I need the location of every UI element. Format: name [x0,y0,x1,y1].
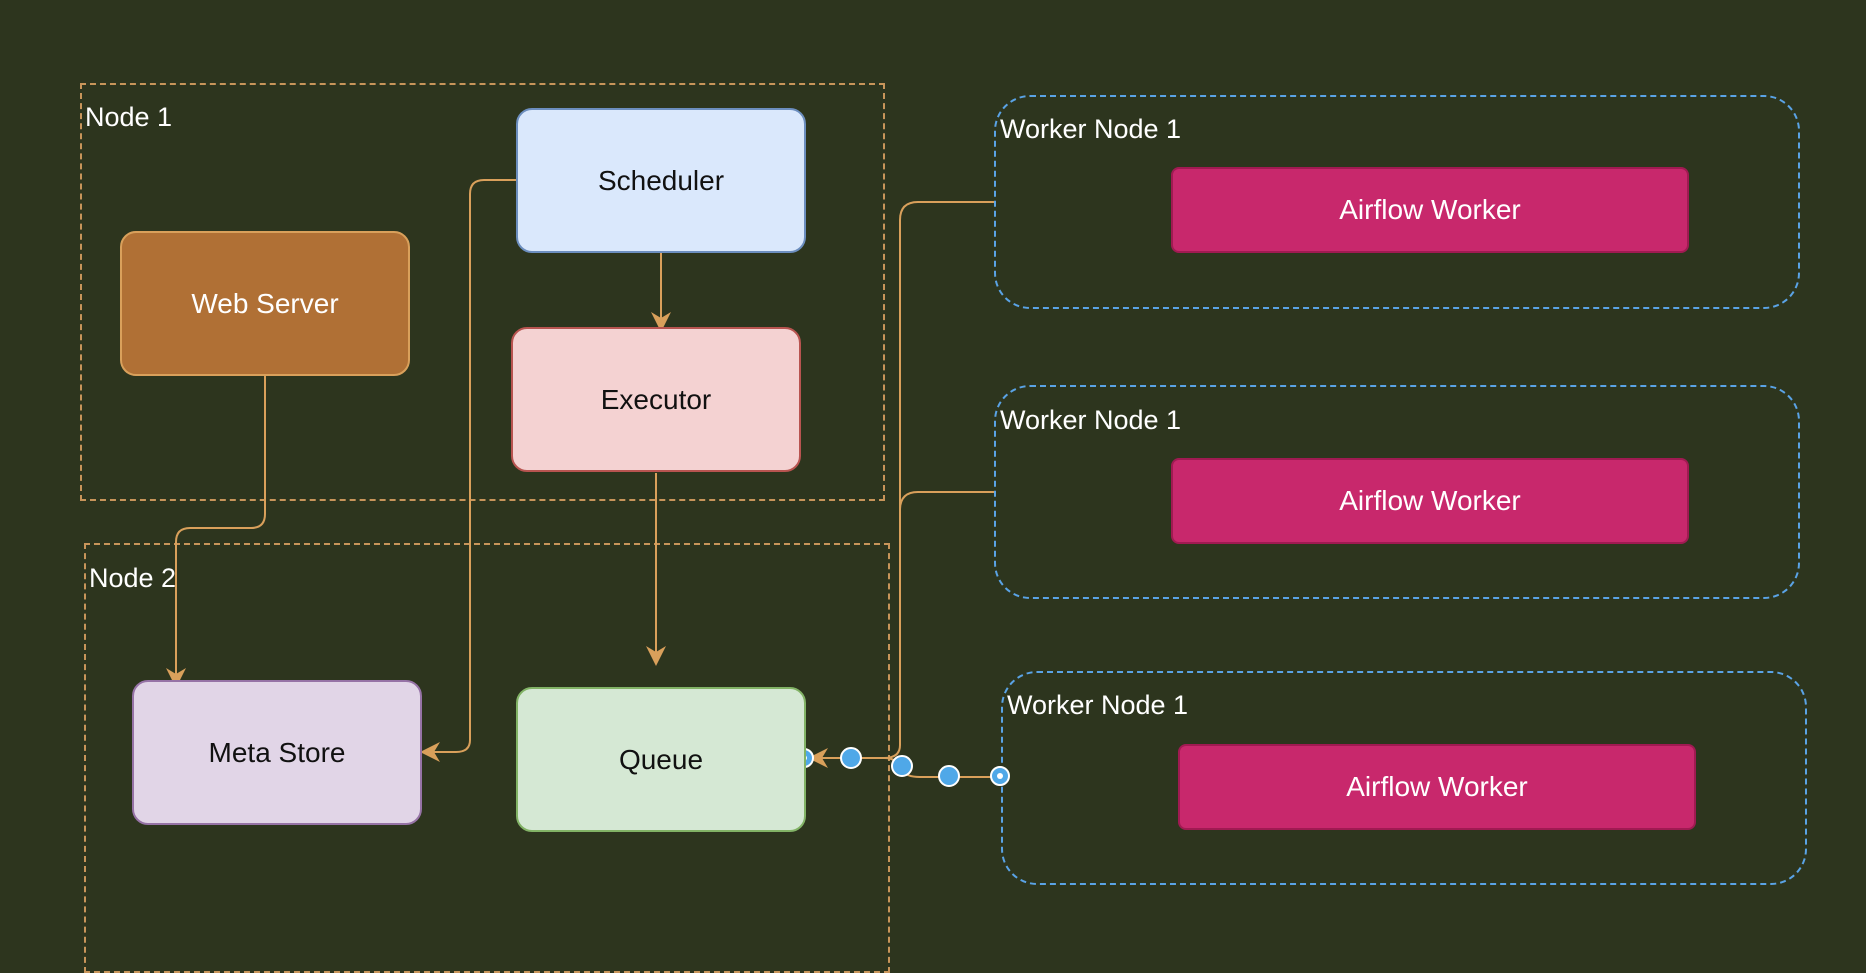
airflow-worker-2-label: Airflow Worker [1339,485,1521,516]
airflow-worker-3-label: Airflow Worker [1346,771,1528,802]
scheduler-box[interactable]: Scheduler [516,108,806,253]
edge-handle-mid-2 [891,755,913,777]
queue-label: Queue [618,743,704,775]
airflow-worker-2-box[interactable]: Airflow Worker [1171,458,1689,544]
worker-node-1-label: Worker Node 1 [1000,114,1182,144]
meta-store-box[interactable]: Meta Store [132,680,422,825]
worker-node-3-label: Worker Node 1 [1007,690,1189,720]
edge-worker2-queue [899,491,994,745]
edge-handle-mid-1 [938,765,960,787]
worker-node-3-container[interactable]: Worker Node 1 [1001,671,1807,885]
airflow-worker-1-label: Airflow Worker [1339,194,1521,225]
executor-box[interactable]: Executor [511,327,801,472]
web-server-box[interactable]: Web Server [120,231,410,376]
worker-node-2-container[interactable]: Worker Node 1 [994,385,1800,599]
airflow-worker-1-box[interactable]: Airflow Worker [1171,167,1689,253]
meta-store-label: Meta Store [208,736,346,768]
worker-node-2-label: Worker Node 1 [1000,405,1182,435]
executor-label: Executor [600,383,712,415]
queue-box[interactable]: Queue [516,687,806,832]
node-1-label: Node 1 [85,102,173,132]
worker-node-1-container[interactable]: Worker Node 1 [994,95,1800,309]
airflow-worker-3-box[interactable]: Airflow Worker [1178,744,1696,830]
web-server-label: Web Server [191,287,339,319]
scheduler-label: Scheduler [597,164,725,196]
node-2-label: Node 2 [89,563,177,593]
edge-worker1-queue [883,201,994,759]
